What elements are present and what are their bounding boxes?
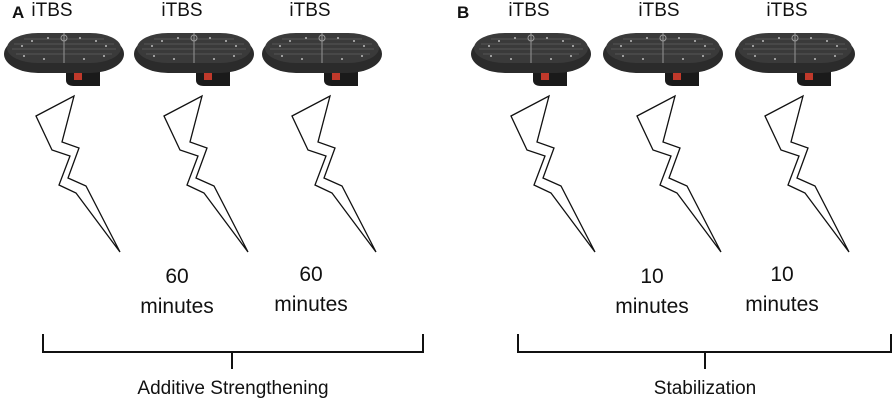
panel-b: B iTBS iTBS iTBS 10 minutes 10 minutes S… — [447, 0, 893, 404]
lightning-bolt-icon — [163, 95, 249, 253]
interval-value: 60 — [165, 265, 189, 288]
interval-value: 10 — [770, 263, 794, 286]
interval-unit: minutes — [615, 295, 689, 318]
interval-value: 60 — [299, 263, 323, 286]
coil-label-3: iTBS — [289, 0, 331, 21]
interval-1: 60 minutes — [122, 262, 232, 322]
lightning-bolt-icon — [636, 95, 722, 253]
coil-label-3: iTBS — [766, 0, 808, 21]
interval-2: 10 minutes — [727, 260, 837, 320]
tms-coil-icon — [134, 32, 255, 87]
interval-unit: minutes — [274, 293, 348, 316]
panel-letter: A — [12, 3, 25, 22]
tms-coil-icon — [4, 32, 125, 87]
interval-2: 60 minutes — [256, 260, 366, 320]
bracket — [42, 334, 424, 369]
lightning-bolt-icon — [764, 95, 850, 253]
interval-unit: minutes — [140, 295, 214, 318]
caption: Additive Strengthening — [137, 378, 329, 399]
interval-unit: minutes — [745, 293, 819, 316]
caption: Stabilization — [653, 378, 757, 399]
interval-value: 10 — [640, 265, 664, 288]
lightning-bolt-icon — [510, 95, 596, 253]
coil-label-1: iTBS — [508, 0, 550, 21]
tms-coil-icon — [262, 32, 383, 87]
coil-label-1: iTBS — [31, 0, 73, 21]
interval-1: 10 minutes — [597, 262, 707, 322]
tms-coil-icon — [735, 32, 856, 87]
panel-letter: B — [457, 3, 470, 22]
tms-coil-icon — [603, 32, 724, 87]
bracket — [517, 334, 892, 369]
coil-label-2: iTBS — [161, 0, 203, 21]
coil-label-2: iTBS — [638, 0, 680, 21]
lightning-bolt-icon — [35, 95, 121, 253]
tms-coil-icon — [471, 32, 592, 87]
panel-a: A iTBS iTBS iTBS 60 minutes 60 minutes A… — [0, 0, 446, 404]
lightning-bolt-icon — [291, 95, 377, 253]
